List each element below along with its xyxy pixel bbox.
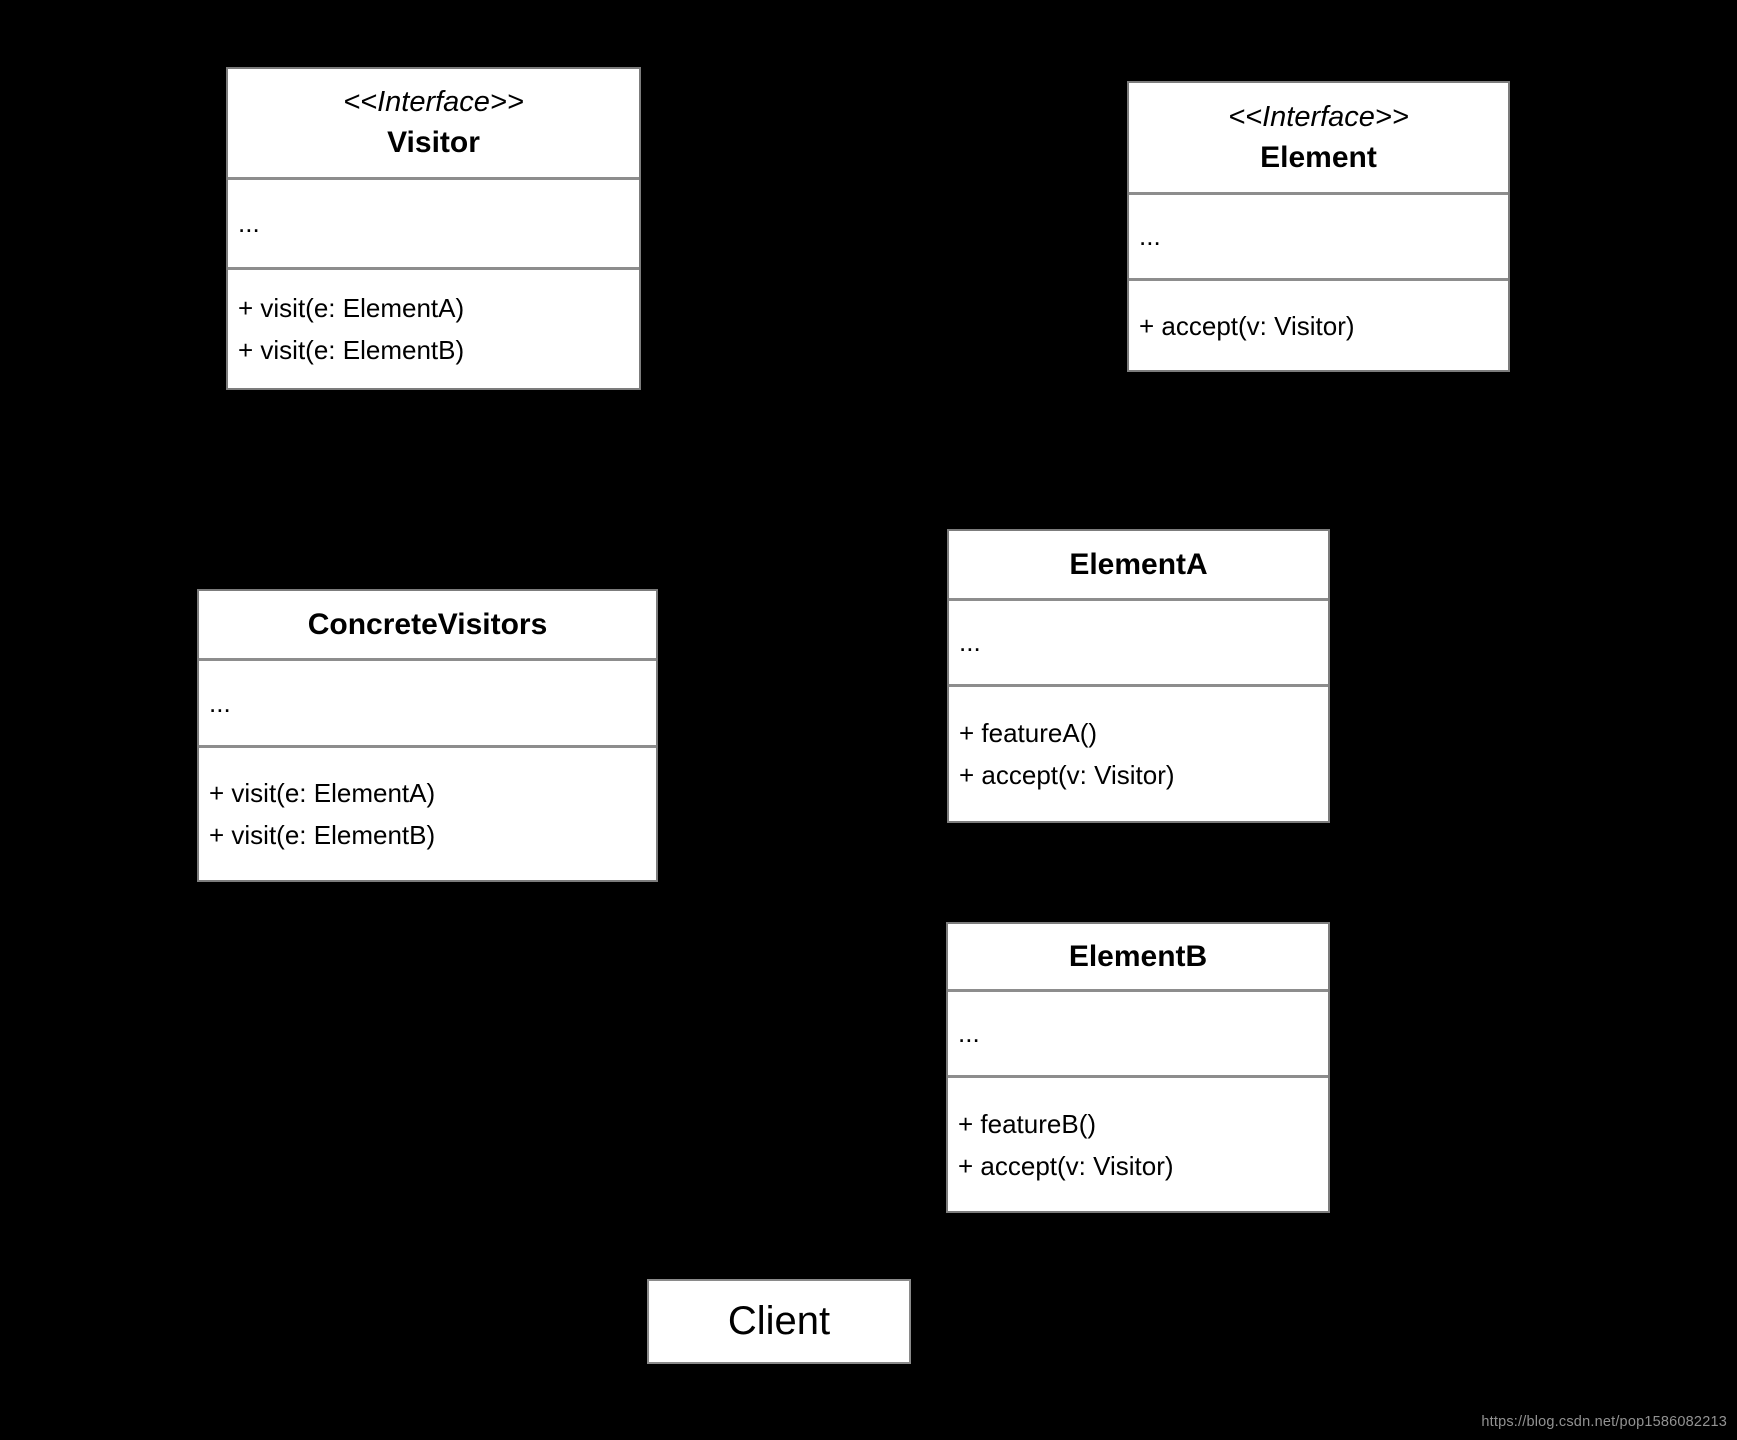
method-line: + accept(v: Visitor) <box>958 1150 1174 1181</box>
attribute-line: ... <box>1139 221 1161 251</box>
class-name: Element <box>1260 140 1377 174</box>
class-title-section: ElementB <box>948 924 1328 989</box>
class-box-visitor: <<Interface>> Visitor ... + visit(e: Ele… <box>226 67 641 390</box>
class-box-element-a: ElementA ... + featureA() + accept(v: Vi… <box>947 529 1330 823</box>
class-box-element-b: ElementB ... + featureB() + accept(v: Vi… <box>946 922 1330 1213</box>
attribute-line: ... <box>238 208 260 238</box>
methods-section: + visit(e: ElementA) + visit(e: ElementB… <box>228 267 639 388</box>
method-line: + visit(e: ElementA) <box>209 778 436 808</box>
class-name: ElementB <box>1068 939 1208 973</box>
method-line: + visit(e: ElementA) <box>238 293 465 323</box>
attributes-section: ... <box>949 598 1328 684</box>
method-line: + accept(v: Visitor) <box>959 760 1175 790</box>
attribute-line: ... <box>958 1018 980 1048</box>
stereotype-label: <<Interface>> <box>343 86 524 118</box>
class-title-section: ConcreteVisitors <box>199 591 656 658</box>
method-line: + accept(v: Visitor) <box>1139 310 1355 341</box>
method-line: + featureB() <box>958 1108 1097 1139</box>
method-line: + visit(e: ElementB) <box>209 820 436 850</box>
class-title-section: <<Interface>> Visitor <box>228 69 639 177</box>
client-label: Client <box>727 1299 831 1343</box>
class-name: ElementA <box>1069 547 1208 581</box>
methods-section: + accept(v: Visitor) <box>1129 278 1508 370</box>
class-name: Visitor <box>387 126 480 159</box>
attribute-line: ... <box>959 627 981 657</box>
class-title-section: ElementA <box>949 531 1328 598</box>
stereotype-label: <<Interface>> <box>1228 100 1409 133</box>
attribute-line: ... <box>209 687 231 718</box>
method-line: + featureA() <box>959 718 1098 748</box>
class-name: ConcreteVisitors <box>307 607 548 641</box>
method-line: + visit(e: ElementB) <box>238 335 465 365</box>
class-title-section: <<Interface>> Element <box>1129 83 1508 192</box>
attributes-section: ... <box>228 177 639 267</box>
class-box-element: <<Interface>> Element ... + accept(v: Vi… <box>1127 81 1510 372</box>
attributes-section: ... <box>199 658 656 745</box>
attributes-section: ... <box>948 989 1328 1075</box>
methods-section: + visit(e: ElementA) + visit(e: ElementB… <box>199 745 656 880</box>
attributes-section: ... <box>1129 192 1508 278</box>
class-box-concrete-visitors: ConcreteVisitors ... + visit(e: ElementA… <box>197 589 658 882</box>
watermark-url: https://blog.csdn.net/pop1586082213 <box>1481 1414 1727 1430</box>
client-box: Client <box>647 1279 911 1364</box>
methods-section: + featureB() + accept(v: Visitor) <box>948 1075 1328 1211</box>
methods-section: + featureA() + accept(v: Visitor) <box>949 684 1328 821</box>
